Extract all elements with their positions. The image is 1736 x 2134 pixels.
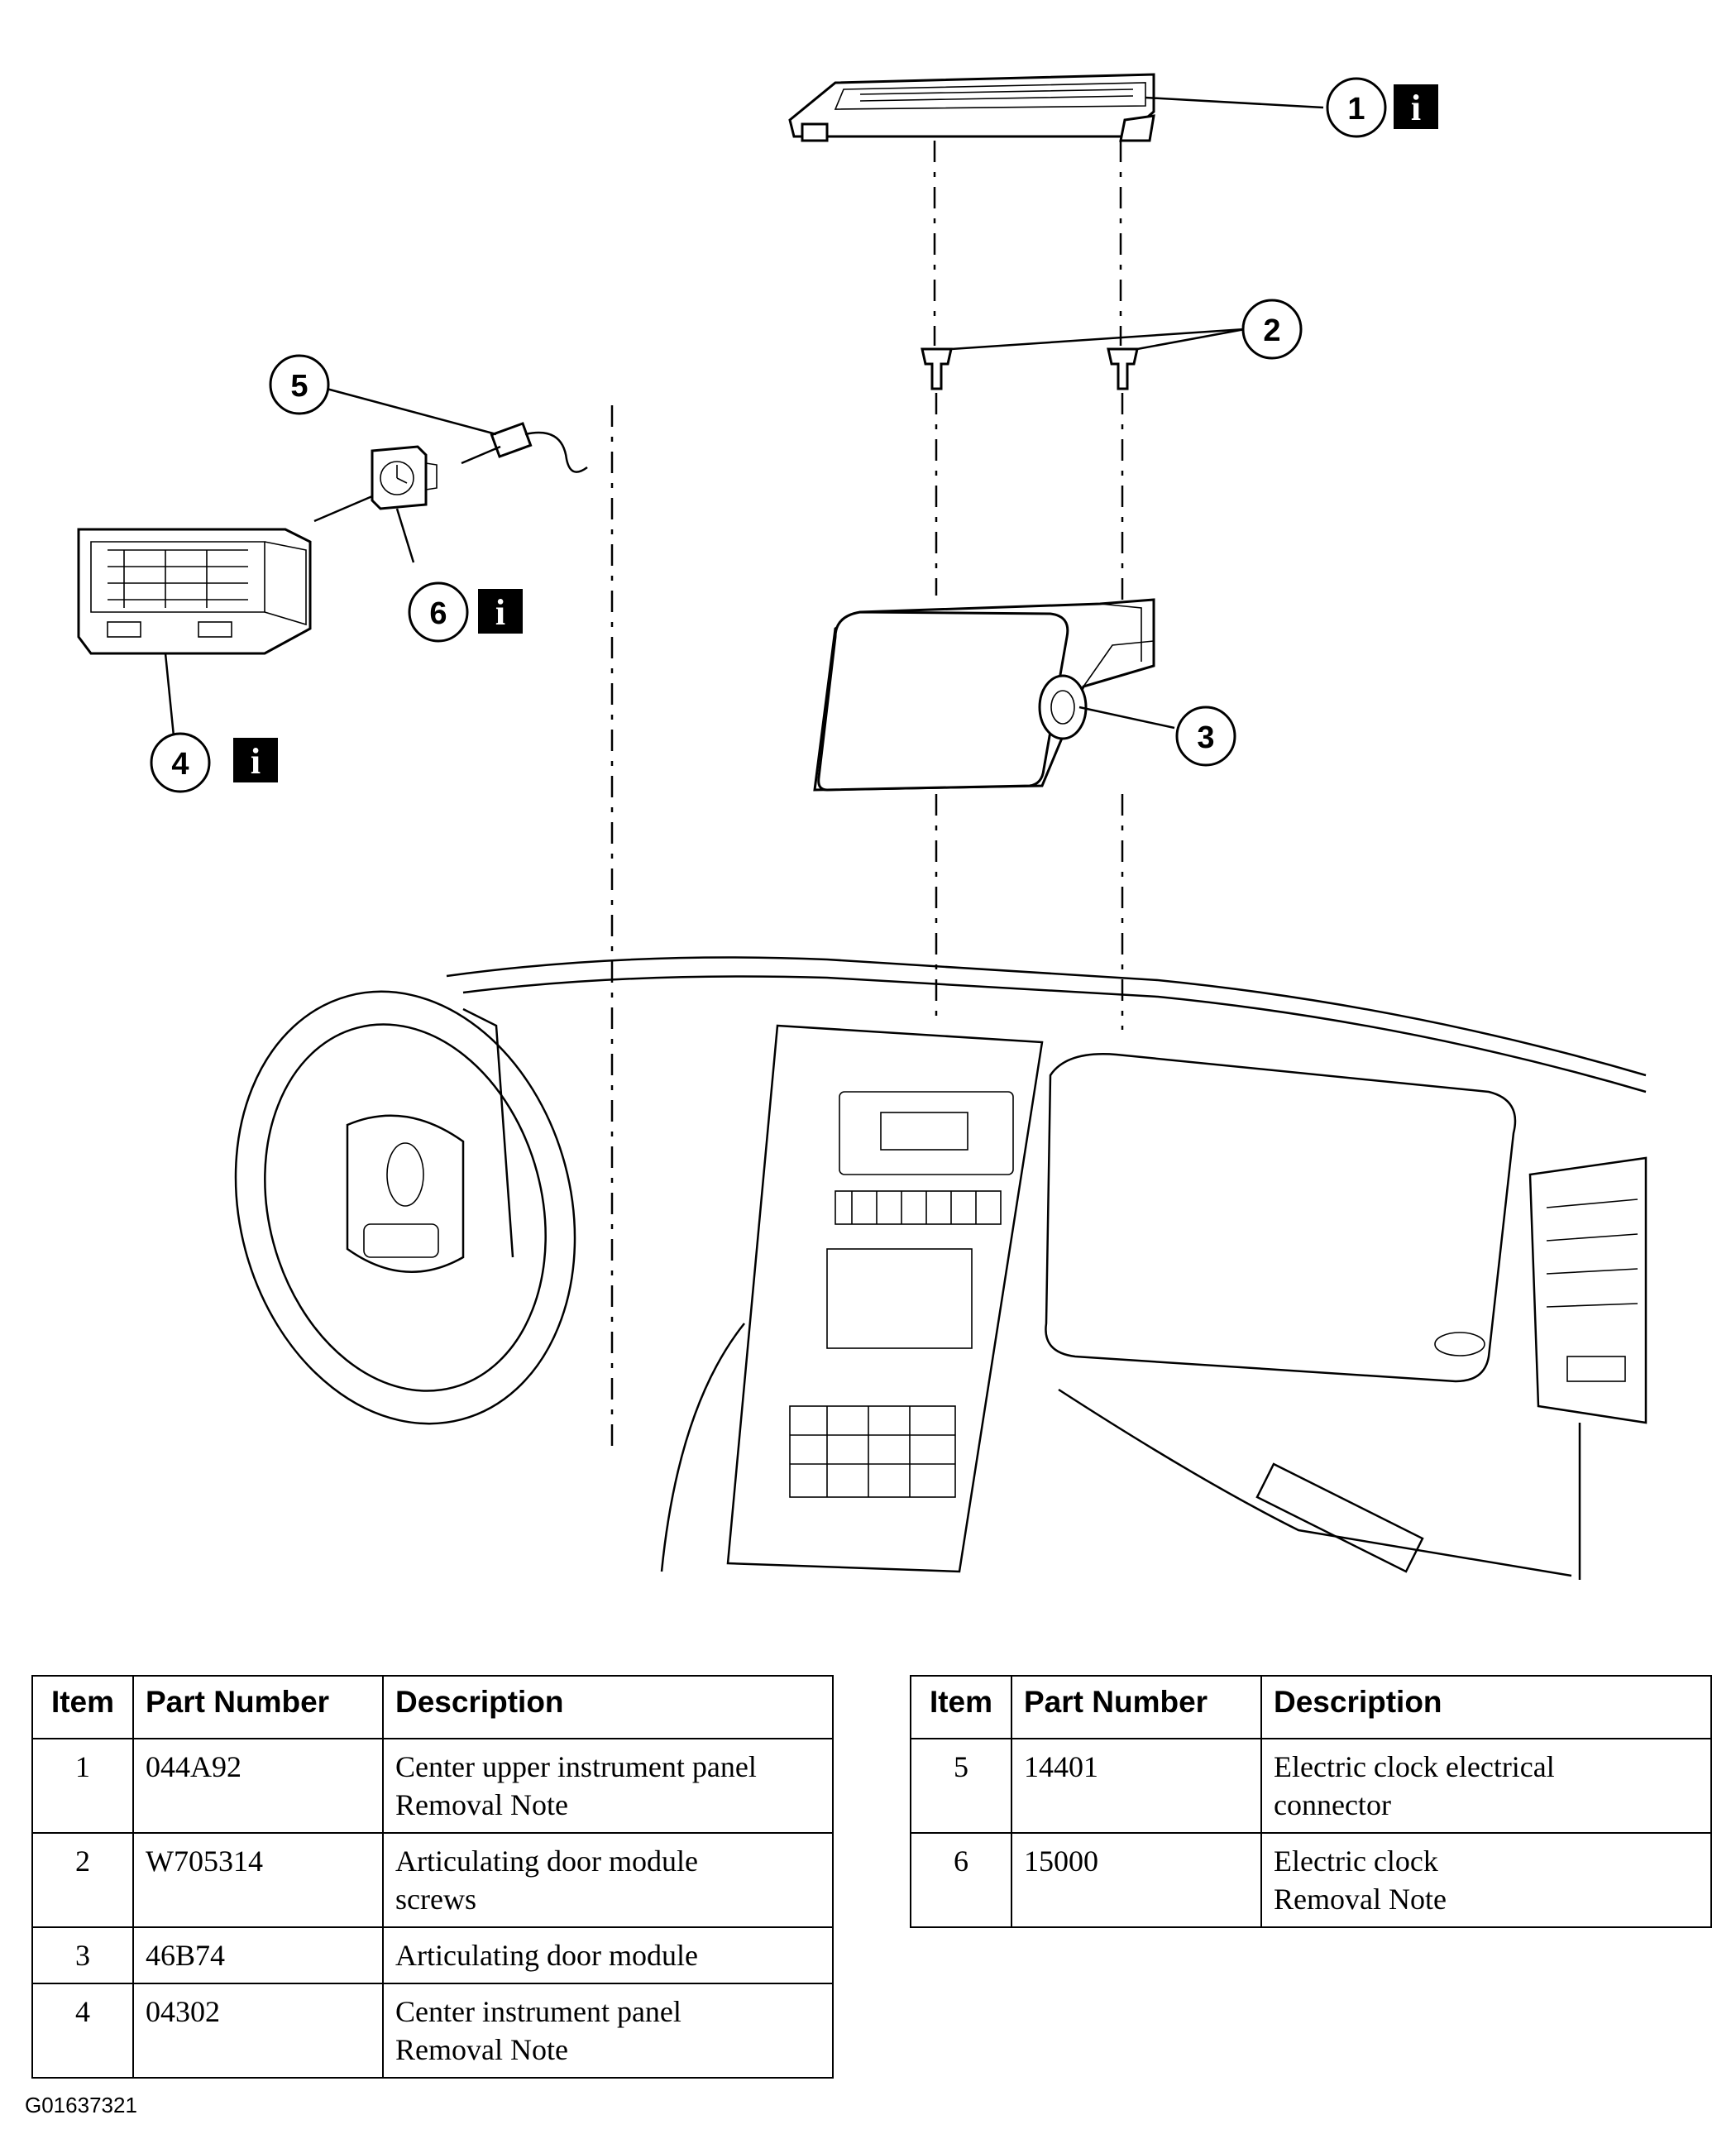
callout-2: 2: [1241, 299, 1303, 360]
callout-4: 4: [150, 732, 211, 793]
svg-text:4: 4: [171, 747, 189, 782]
callout-1: 1: [1326, 77, 1387, 138]
description-line: Electric clock electrical: [1274, 1750, 1555, 1783]
table-row: 1 044A92 Center upper instrument panel R…: [31, 1738, 834, 1834]
cell-item: 1: [31, 1738, 134, 1834]
description-line: Electric clock: [1274, 1845, 1438, 1878]
cell-part-number: 04302: [132, 1983, 384, 2079]
callout-6: 6: [408, 581, 469, 643]
cell-item: 4: [31, 1983, 134, 2079]
svg-text:2: 2: [1263, 313, 1280, 348]
leader-lines: [164, 96, 1324, 737]
cell-item: 6: [910, 1832, 1012, 1928]
header-item: Item: [31, 1675, 134, 1739]
part-center-upper-instrument-panel: [788, 73, 1155, 142]
cell-part-number: 14401: [1011, 1738, 1262, 1834]
dashboard-illustration: [234, 956, 1648, 1580]
part-articulating-door-module-screws: [921, 347, 1139, 390]
svg-text:1: 1: [1347, 92, 1365, 127]
header-description: Description: [1260, 1675, 1712, 1739]
cell-part-number: W705314: [132, 1832, 384, 1928]
part-center-instrument-panel: [77, 528, 312, 655]
svg-text:5: 5: [290, 369, 308, 404]
cell-item: 2: [31, 1832, 134, 1928]
cell-description: Articulating door module: [382, 1926, 834, 1984]
description-line: Center instrument panel: [395, 1995, 681, 2028]
cell-item: 5: [910, 1738, 1012, 1834]
table-row: 4 04302 Center instrument panel Removal …: [31, 1983, 834, 2079]
removal-note-link[interactable]: Removal Note: [395, 1788, 568, 1821]
figure-id: G01637321: [25, 2093, 137, 2117]
svg-text:3: 3: [1197, 720, 1214, 755]
cell-description: Center instrument panel Removal Note: [382, 1983, 834, 2079]
cell-part-number: 044A92: [132, 1738, 384, 1834]
table-header-row: Item Part Number Description: [910, 1675, 1712, 1739]
svg-text:i: i: [251, 741, 261, 782]
svg-text:i: i: [1411, 88, 1421, 128]
table-row: 6 15000 Electric clock Removal Note: [910, 1832, 1712, 1928]
cell-part-number: 15000: [1011, 1832, 1262, 1928]
info-icon-6: i: [478, 589, 523, 634]
callout-5: 5: [269, 354, 330, 415]
removal-note-link[interactable]: Removal Note: [1274, 1883, 1447, 1916]
part-articulating-door-module: [813, 598, 1155, 792]
description-line: Articulating door module: [395, 1939, 698, 1972]
parts-table-1: Item Part Number Description 1 044A92 Ce…: [31, 1675, 834, 2079]
description-line: Articulating door module: [395, 1845, 698, 1878]
cell-item: 3: [31, 1926, 134, 1984]
parts-table-2: Item Part Number Description 5 14401 Ele…: [910, 1675, 1712, 1928]
table-row: 3 46B74 Articulating door module: [31, 1926, 834, 1984]
exploded-view-diagram: 1 i 2 3 4 i 5 6 i: [77, 73, 1648, 1580]
part-electric-clock-electrical-connector: [490, 422, 588, 473]
description-line: Center upper instrument panel: [395, 1750, 757, 1783]
cell-description: Articulating door module screws: [382, 1832, 834, 1928]
info-icon-4: i: [233, 738, 278, 782]
cell-part-number: 46B74: [132, 1926, 384, 1984]
table-header-row: Item Part Number Description: [31, 1675, 834, 1739]
description-line: screws: [395, 1883, 476, 1916]
alignment-lines: [610, 141, 1124, 1456]
svg-text:6: 6: [429, 596, 447, 631]
cell-description: Electric clock electrical connector: [1260, 1738, 1712, 1834]
table-row: 5 14401 Electric clock electrical connec…: [910, 1738, 1712, 1834]
info-icon-1: i: [1394, 84, 1438, 129]
header-item: Item: [910, 1675, 1012, 1739]
cell-description: Center upper instrument panel Removal No…: [382, 1738, 834, 1834]
svg-text:i: i: [495, 592, 505, 633]
header-part-number: Part Number: [1011, 1675, 1262, 1739]
description-line: connector: [1274, 1788, 1391, 1821]
header-description: Description: [382, 1675, 834, 1739]
header-part-number: Part Number: [132, 1675, 384, 1739]
callout-3: 3: [1175, 706, 1236, 767]
cell-description: Electric clock Removal Note: [1260, 1832, 1712, 1928]
part-electric-clock: [371, 445, 438, 510]
removal-note-link[interactable]: Removal Note: [395, 2033, 568, 2066]
table-row: 2 W705314 Articulating door module screw…: [31, 1832, 834, 1928]
